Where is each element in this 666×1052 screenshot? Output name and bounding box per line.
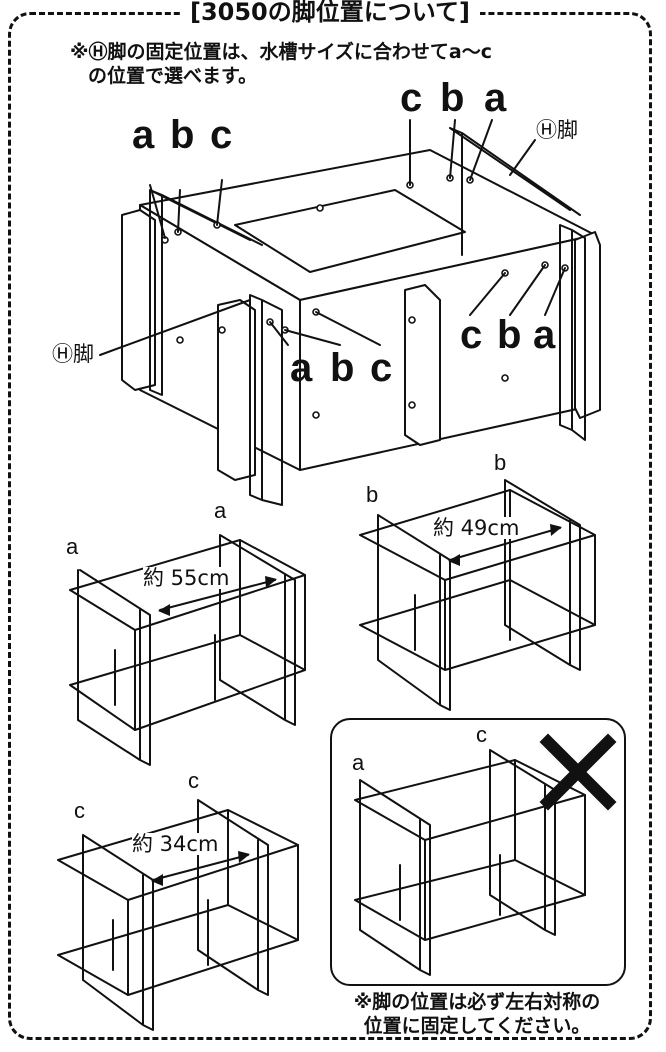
label-topright-b: b — [440, 76, 465, 120]
title-wrapper: [3050の脚位置について] — [11, 0, 649, 26]
leg-label-left: Ⓗ脚 — [52, 343, 94, 366]
leader-front — [269, 311, 381, 346]
config-c-drawing — [57, 799, 299, 1031]
bottom-note-line-2: 位置に固定してください。 — [363, 1015, 591, 1037]
wrong-x-mark — [539, 733, 617, 811]
config-c-left-label: c — [74, 798, 85, 823]
dashed-frame: [3050の脚位置について] — [8, 0, 652, 1040]
config-b-right-label: b — [494, 450, 507, 475]
label-front-b: b — [330, 346, 355, 390]
label-left-c: c — [210, 113, 233, 157]
label-topright-c: c — [400, 76, 423, 120]
left-front-board — [217, 299, 256, 481]
leg-frame-right — [559, 224, 586, 441]
instruction-note: ※Ⓗ脚の固定位置は、水槽サイズに合わせてa〜c の位置で選べます。 — [70, 40, 492, 88]
config-a-dimension: 約 55cm — [143, 566, 230, 590]
note-line-2: の位置で選べます。 — [88, 65, 258, 87]
main-stand-diagram — [99, 119, 601, 506]
leader-top-right — [409, 119, 493, 186]
config-b-dimension: 約 49cm — [433, 516, 520, 540]
center-divider — [404, 284, 441, 446]
config-wrong-left-label: a — [352, 750, 365, 775]
leg-frame-front-left — [249, 294, 283, 506]
label-topright-a: a — [484, 76, 507, 120]
bottom-note: ※脚の位置は必ず左右対称の 位置に固定してください。 — [312, 990, 642, 1038]
page-title: [3050の脚位置について] — [179, 0, 480, 26]
label-right-b: b — [497, 313, 522, 357]
config-b-drawing — [359, 479, 596, 711]
config-c-dimension: 約 34cm — [132, 832, 219, 856]
top-board — [234, 189, 466, 273]
label-left-b: b — [170, 113, 195, 157]
bottom-note-line-1: ※脚の位置は必ず左右対称の — [353, 991, 601, 1013]
leader-leg-left — [99, 299, 251, 356]
leader-leg-top — [509, 139, 536, 176]
leg-label-top: Ⓗ脚 — [536, 119, 578, 142]
left-board — [121, 209, 156, 391]
label-right-c: c — [460, 313, 483, 357]
label-right-a: a — [533, 313, 556, 357]
config-a-left-label: a — [66, 534, 79, 559]
note-line-1: ※Ⓗ脚の固定位置は、水槽サイズに合わせてa〜c — [70, 41, 492, 63]
config-a-right-label: a — [214, 498, 227, 523]
label-front-a: a — [290, 346, 313, 390]
config-b-left-label: b — [366, 482, 379, 507]
wrong-config-box — [330, 718, 626, 986]
config-wrong-drawing — [354, 749, 586, 976]
leader-left — [149, 179, 223, 239]
config-c-right-label: c — [188, 768, 199, 793]
label-front-c: c — [370, 346, 393, 390]
config-wrong-right-label: c — [476, 722, 487, 747]
right-board — [574, 231, 601, 419]
label-left-a: a — [132, 113, 155, 157]
leader-right — [469, 264, 566, 316]
